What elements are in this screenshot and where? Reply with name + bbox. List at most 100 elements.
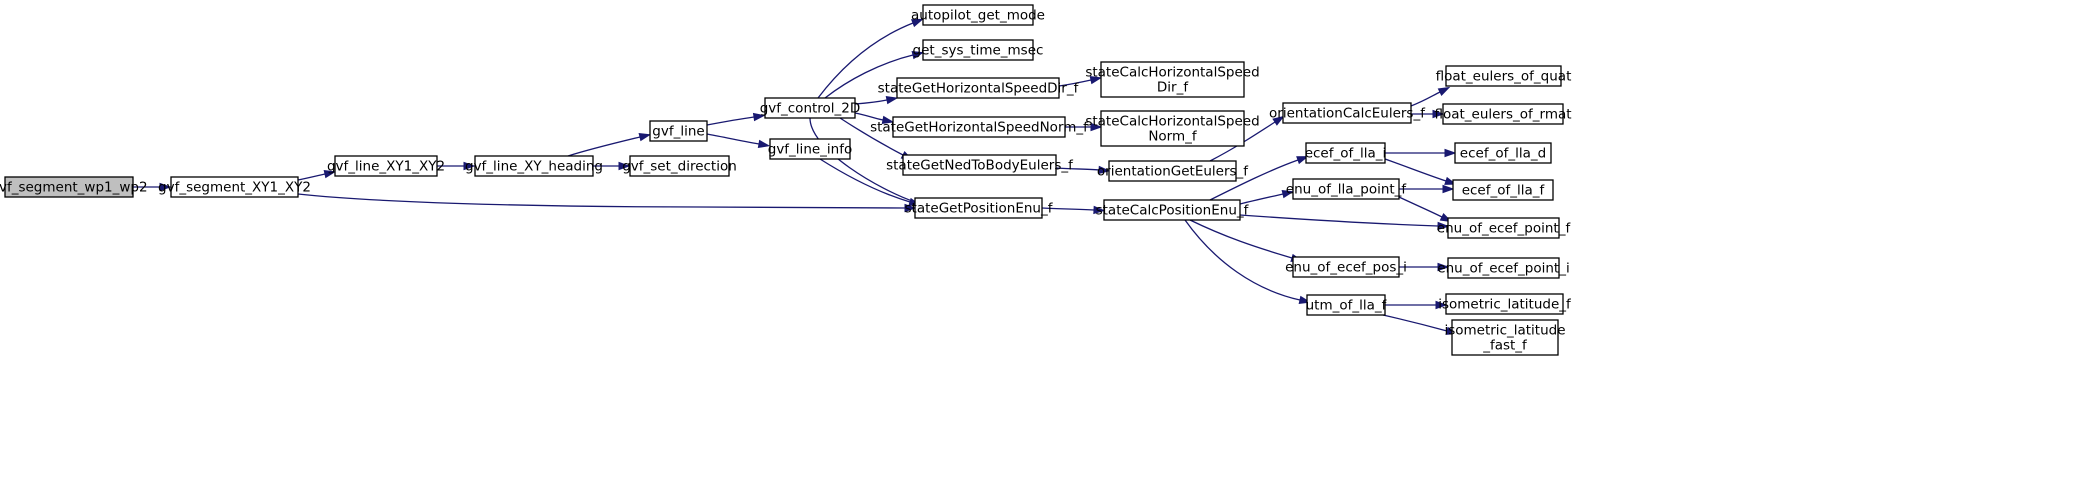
edge-statecalcpositionenu-f-to-enu-of-lla-point-f <box>1239 190 1295 205</box>
node-box <box>1442 103 1564 125</box>
node-float-eulers-of-quat[interactable]: float_eulers_of_quat <box>1436 65 1572 87</box>
node-gvf-control-2d[interactable]: gvf_control_2D <box>760 97 861 119</box>
edge-gvf-line-xy-heading-to-gvf-set-direction <box>593 161 631 171</box>
node-box <box>334 155 438 177</box>
call-edges <box>133 18 1459 335</box>
node-box <box>1292 256 1400 278</box>
node-label: enu_of_ecef_point_i <box>1437 261 1569 277</box>
node-label: gvf_segment_wp1_wp2 <box>0 180 148 196</box>
node-box <box>769 138 851 160</box>
node-label: isometric_latitude <box>1444 323 1565 339</box>
node-label: Dir_f <box>1157 80 1189 96</box>
node-enu-of-lla-point-f[interactable]: enu_of_lla_point_f <box>1286 178 1408 200</box>
node-label: enu_of_ecef_point_f <box>1437 221 1572 237</box>
node-box <box>649 120 708 142</box>
node-gvf-segment-wp1-wp2[interactable]: gvf_segment_wp1_wp2 <box>0 176 148 198</box>
node-box <box>1452 179 1554 201</box>
node-isometric-latitude-f[interactable]: isometric_latitude_f <box>1438 293 1572 315</box>
node-label: stateGetNedToBodyEulers_f <box>886 158 1074 174</box>
node-box <box>1447 217 1560 239</box>
node-box <box>170 176 299 198</box>
node-label: stateCalcHorizontalSpeed <box>1085 114 1259 130</box>
node-label: _fast_f <box>1482 338 1528 354</box>
node-label: stateCalcPositionEnu_f <box>1096 203 1250 219</box>
node-utm-of-lla-f[interactable]: utm_of_lla_f <box>1306 294 1388 316</box>
node-label: stateCalcHorizontalSpeed <box>1085 65 1259 81</box>
node-gvf-line-xy-heading[interactable]: gvf_line_XY_heading <box>465 155 603 177</box>
node-label: ecef_of_lla_i <box>1305 146 1387 162</box>
node-box <box>892 116 1066 138</box>
node-gvf-segment-xy1-xy2[interactable]: gvf_segment_XY1_XY2 <box>158 176 311 198</box>
node-box <box>4 176 134 198</box>
edge-enu-of-ecef-pos-i-to-enu-of-ecef-point-i <box>1398 262 1450 272</box>
node-box <box>1445 293 1564 315</box>
node-label: enu_of_lla_point_f <box>1286 182 1408 198</box>
node-stategetpositionenu-f[interactable]: stateGetPositionEnu_f <box>905 197 1054 219</box>
node-label: gvf_set_direction <box>622 159 737 175</box>
node-box <box>914 197 1043 219</box>
node-label: ecef_of_lla_d <box>1460 146 1546 162</box>
node-box <box>922 39 1034 61</box>
edge-gvf-line-to-gvf-control-2d <box>706 112 766 126</box>
node-get-sys-time-msec[interactable]: get_sys_time_msec <box>913 39 1044 61</box>
node-label: stateGetHorizontalSpeedNorm_f <box>870 120 1089 136</box>
node-label: stateGetHorizontalSpeedDir_f <box>878 81 1080 97</box>
node-label: gvf_line_XY_heading <box>465 159 603 175</box>
node-label: gvf_line_XY1_XY2 <box>327 159 445 175</box>
node-box <box>1103 199 1241 221</box>
node-float-eulers-of-rmat[interactable]: float_eulers_of_rmat <box>1434 103 1572 125</box>
edge-gvf-segment-xy1-xy2-to-stategetpositionenu-f <box>297 193 917 213</box>
node-ecef-of-lla-f[interactable]: ecef_of_lla_f <box>1452 179 1554 201</box>
node-label: gvf_segment_XY1_XY2 <box>158 180 311 196</box>
node-label: enu_of_ecef_pos_i <box>1285 260 1407 276</box>
edge-gvf-line-xy1-xy2-to-gvf-line-xy-heading <box>437 161 476 171</box>
edge-enu-of-lla-point-f-to-enu-of-ecef-point-f <box>1398 196 1453 223</box>
node-enu-of-ecef-point-i[interactable]: enu_of_ecef_point_i <box>1437 257 1570 279</box>
node-label: gvf_line_info <box>768 142 853 158</box>
node-gvf-line-xy1-xy2[interactable]: gvf_line_XY1_XY2 <box>327 155 445 177</box>
node-autopilot-get-mode[interactable]: autopilot_get_mode <box>911 4 1045 26</box>
node-statecalcpositionenu-f[interactable]: stateCalcPositionEnu_f <box>1096 199 1250 221</box>
node-enu-of-ecef-pos-i[interactable]: enu_of_ecef_pos_i <box>1285 256 1407 278</box>
node-box <box>896 77 1060 99</box>
edge-gvf-segment-xy1-xy2-to-gvf-line-xy1-xy2 <box>297 170 337 181</box>
edge-gvf-line-xy-heading-to-gvf-line <box>567 133 652 157</box>
node-box <box>1451 319 1559 356</box>
node-orientationcalceulers-f[interactable]: orientationCalcEulers_f <box>1269 102 1426 124</box>
node-box <box>474 155 594 177</box>
node-gvf-line[interactable]: gvf_line <box>649 120 708 142</box>
node-box <box>1100 61 1245 98</box>
node-gvf-set-direction[interactable]: gvf_set_direction <box>622 155 737 177</box>
node-ecef-of-lla-i[interactable]: ecef_of_lla_i <box>1305 142 1387 164</box>
node-ecef-of-lla-d[interactable]: ecef_of_lla_d <box>1454 142 1552 164</box>
node-label: get_sys_time_msec <box>913 43 1044 59</box>
node-label: stateGetPositionEnu_f <box>905 201 1054 217</box>
node-stategethorizontalspeednorm-f[interactable]: stateGetHorizontalSpeedNorm_f <box>870 116 1089 138</box>
node-label: ecef_of_lla_f <box>1462 183 1546 199</box>
node-stategethorizontalspeeddir-f[interactable]: stateGetHorizontalSpeedDir_f <box>878 77 1080 99</box>
node-label: orientationCalcEulers_f <box>1269 106 1426 122</box>
edge-stategethorizontalspeeddir-f-to-statecalchorizontalspeeddir-f <box>1058 76 1103 87</box>
node-stategetnedtobodyeulers-f[interactable]: stateGetNedToBodyEulers_f <box>886 154 1074 176</box>
edge-gvf-control-2d-to-stategethorizontalspeeddir-f <box>854 95 899 105</box>
node-box <box>1447 257 1560 279</box>
edge-enu-of-lla-point-f-to-ecef-of-lla-f <box>1398 184 1455 194</box>
node-label: utm_of_lla_f <box>1306 298 1388 314</box>
node-isometric-latitude-fast-f[interactable]: isometric_latitude_fast_f <box>1444 319 1566 356</box>
edge-statecalcpositionenu-f-to-enu-of-ecef-pos-i <box>1189 219 1304 262</box>
node-orientationgeteulers-f[interactable]: orientationGetEulers_f <box>1097 160 1249 182</box>
node-label: gvf_line <box>652 124 704 140</box>
node-box <box>1100 110 1245 147</box>
edge-orientationcalceulers-f-to-float-eulers-of-quat <box>1410 86 1451 107</box>
node-gvf-line-info[interactable]: gvf_line_info <box>768 138 853 160</box>
node-label: gvf_control_2D <box>760 101 861 117</box>
node-enu-of-ecef-point-f[interactable]: enu_of_ecef_point_f <box>1437 217 1572 239</box>
edge-gvf-line-to-gvf-line-info <box>706 133 771 149</box>
node-label: autopilot_get_mode <box>911 8 1045 24</box>
edge-statecalcpositionenu-f-to-enu-of-ecef-point-f <box>1239 214 1450 231</box>
node-box <box>902 154 1057 176</box>
node-box <box>1454 142 1552 164</box>
